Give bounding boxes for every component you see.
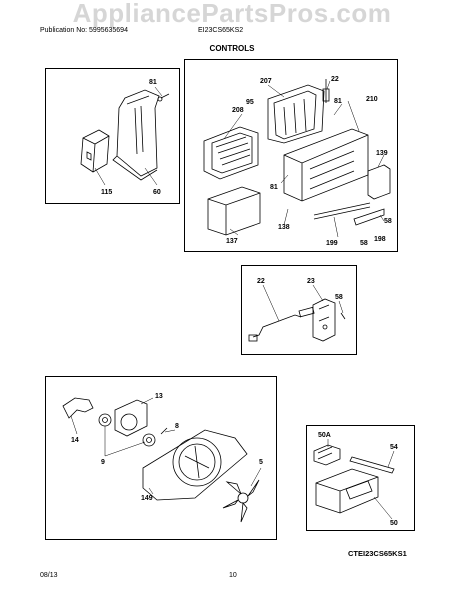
callout-208: 208 xyxy=(232,107,244,114)
callout-58-right: 58 xyxy=(384,218,392,225)
diagram-panel-sensor-cover: 22 23 58 xyxy=(241,265,357,355)
callout-210: 210 xyxy=(366,96,378,103)
callout-60: 60 xyxy=(153,189,161,196)
model-number: EI23CS65KS2 xyxy=(198,27,244,34)
callout-199: 199 xyxy=(326,240,338,247)
callout-50a: 50A xyxy=(318,432,331,439)
callout-13: 13 xyxy=(155,393,163,400)
callout-115: 115 xyxy=(101,189,112,196)
callout-95: 95 xyxy=(246,99,254,106)
footer-page-number: 10 xyxy=(229,572,237,579)
callout-198: 198 xyxy=(374,236,386,243)
diagram-code: CTEI23CS65KS1 xyxy=(348,549,407,558)
callout-50: 50 xyxy=(390,520,398,527)
watermark-text: AppliancePartsPros.com xyxy=(72,0,392,28)
callout-139: 139 xyxy=(376,150,388,157)
callout-137: 137 xyxy=(226,238,238,245)
callout-14: 14 xyxy=(71,437,79,444)
callout-22: 22 xyxy=(257,278,265,285)
diagram-panel-light-housing: 50A 54 50 xyxy=(306,425,415,531)
callout-5: 5 xyxy=(259,459,263,466)
callout-58: 58 xyxy=(335,294,343,301)
callout-54: 54 xyxy=(390,444,398,451)
callout-9: 9 xyxy=(101,459,105,466)
diagram-panel-controls-housing: 81 115 60 xyxy=(45,68,180,204)
callout-23: 23 xyxy=(307,278,315,285)
callout-149: 149 xyxy=(141,495,153,502)
callout-58-bottom: 58 xyxy=(360,240,368,247)
callout-81: 81 xyxy=(149,79,157,86)
diagram-panel-fan-assembly: 13 14 8 9 5 149 xyxy=(45,376,277,540)
callout-8: 8 xyxy=(175,423,179,430)
publication-number: Publication No: 5995635694 xyxy=(40,27,128,34)
callout-207: 207 xyxy=(260,78,272,85)
diagram-panel-control-assembly: 208 95 207 22 81 210 139 81 137 138 199 … xyxy=(184,59,398,252)
callout-81-lower: 81 xyxy=(270,184,278,191)
footer-date: 08/13 xyxy=(40,572,58,579)
page-title: CONTROLS xyxy=(209,44,255,53)
callout-138: 138 xyxy=(278,224,290,231)
callout-81-upper: 81 xyxy=(334,98,342,105)
callout-22: 22 xyxy=(331,76,339,83)
